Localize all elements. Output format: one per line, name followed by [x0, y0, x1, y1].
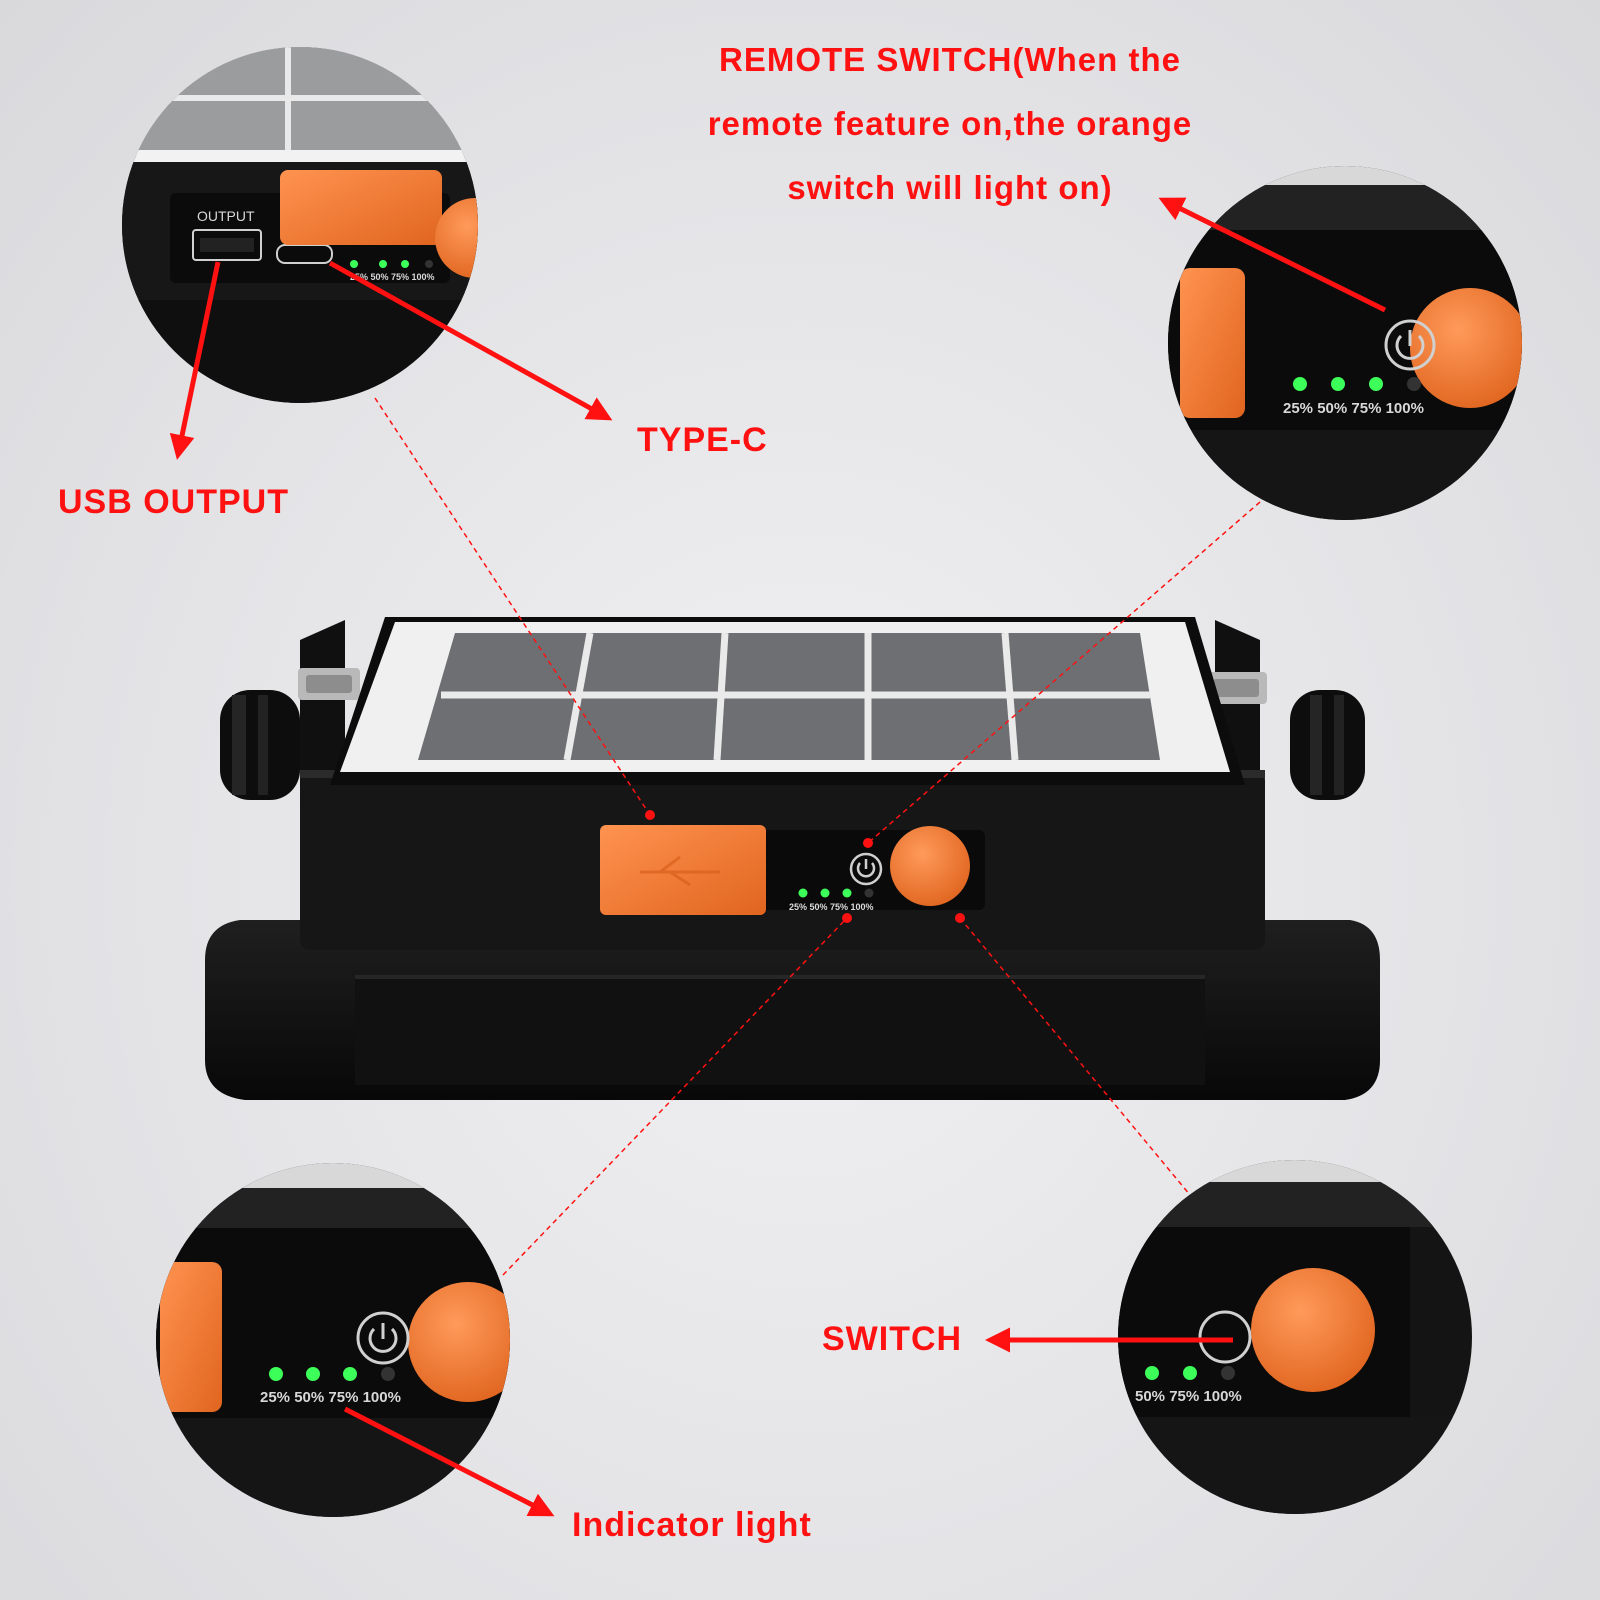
switch-button[interactable]	[890, 826, 970, 906]
remote-switch-callout: REMOTE SWITCH(When the remote feature on…	[665, 28, 1235, 220]
output-label: OUTPUT	[197, 208, 255, 224]
type-c-label: TYPE-C	[637, 421, 768, 459]
pct-row-main: 25% 50% 75% 100%	[789, 902, 874, 912]
switch-label: SWITCH	[822, 1320, 963, 1358]
remote-switch-line-3: switch will light on)	[787, 169, 1113, 206]
zoom-usb-ports: OUTPUT 25% 50% 75% 100%	[122, 47, 478, 403]
solar-light-device: 25% 50% 75% 100%	[205, 617, 1380, 1100]
indicator-leds	[798, 888, 874, 898]
power-icon[interactable]	[849, 852, 883, 886]
indicator-light-label: Indicator light	[572, 1506, 812, 1544]
usb-port-cover[interactable]	[600, 825, 766, 915]
zoom-switch: 50% 75% 100%	[1118, 1160, 1472, 1514]
pct-row-br: 50% 75% 100%	[1135, 1388, 1242, 1405]
zoom-indicator-light: 25% 50% 75% 100%	[156, 1163, 510, 1517]
leader-lines	[374, 397, 1261, 1276]
usb-output-label: USB OUTPUT	[58, 483, 289, 521]
leader-dots	[645, 810, 965, 923]
pct-row-tl: 25% 50% 75% 100%	[350, 272, 435, 282]
remote-switch-line-1: REMOTE SWITCH(When the	[719, 41, 1181, 78]
pct-row-bl: 25% 50% 75% 100%	[260, 1389, 401, 1406]
remote-switch-line-2: remote feature on,the orange	[707, 105, 1193, 142]
zoom-remote-switch: 25% 50% 75% 100%	[1168, 166, 1522, 520]
pct-row-tr: 25% 50% 75% 100%	[1283, 400, 1424, 417]
usb-icon	[640, 855, 720, 887]
callout-arrows	[169, 197, 1387, 1517]
solar-panel	[418, 632, 1160, 761]
